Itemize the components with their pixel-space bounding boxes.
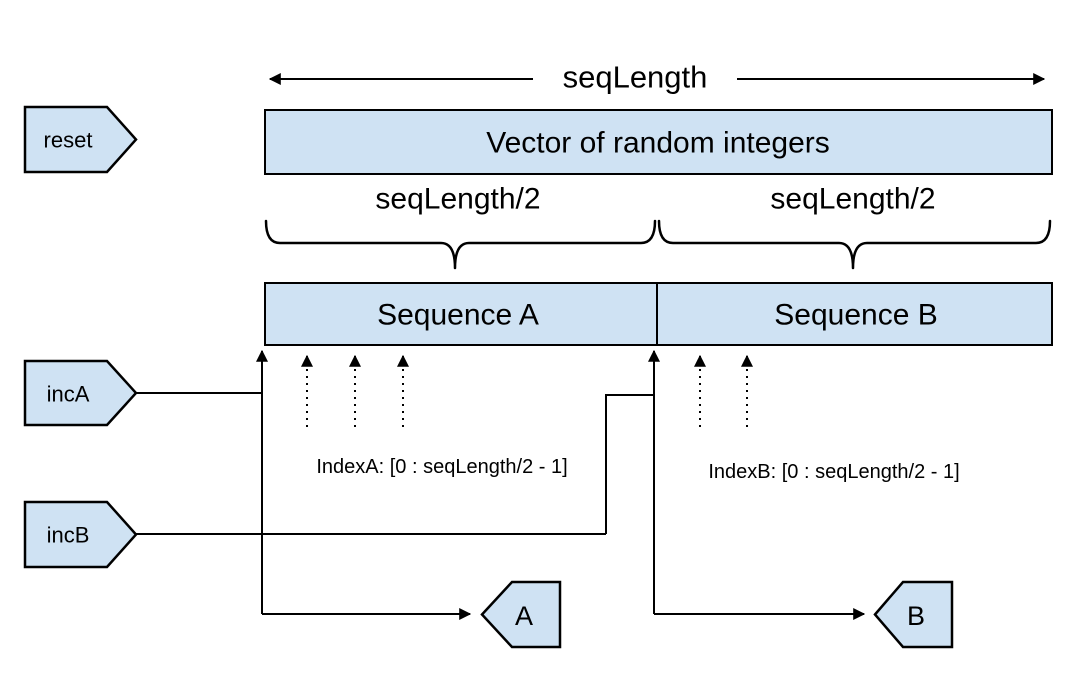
vector-box (264, 109, 1053, 175)
sequence-a-box (264, 282, 658, 346)
sequence-a-label: Sequence A (377, 299, 539, 332)
incb-input-tag (23, 500, 138, 569)
reset-input-tag (23, 105, 138, 174)
seqlength-label: seqLength (563, 60, 708, 95)
inca-input-label: incA (47, 382, 90, 407)
incb-wire-riser (605, 394, 653, 534)
output-b-tag (873, 580, 954, 649)
incb-input-label: incB (47, 523, 90, 548)
index-b-range-label: IndexB: [0 : seqLength/2 - 1] (708, 461, 959, 483)
sequence-b-label: Sequence B (774, 299, 937, 332)
right-brace (657, 219, 1052, 270)
output-b-label: B (907, 601, 925, 631)
half-b-label: seqLength/2 (770, 183, 935, 216)
inca-input-tag (23, 359, 138, 427)
output-a-tag (480, 580, 562, 649)
sequence-b-box (656, 282, 1053, 346)
vector-box-label: Vector of random integers (486, 127, 830, 160)
index-a-range-label: IndexA: [0 : seqLength/2 - 1] (316, 456, 567, 478)
left-brace (264, 219, 657, 270)
half-a-label: seqLength/2 (375, 183, 540, 216)
reset-input-label: reset (44, 128, 93, 153)
output-a-label: A (515, 601, 533, 631)
